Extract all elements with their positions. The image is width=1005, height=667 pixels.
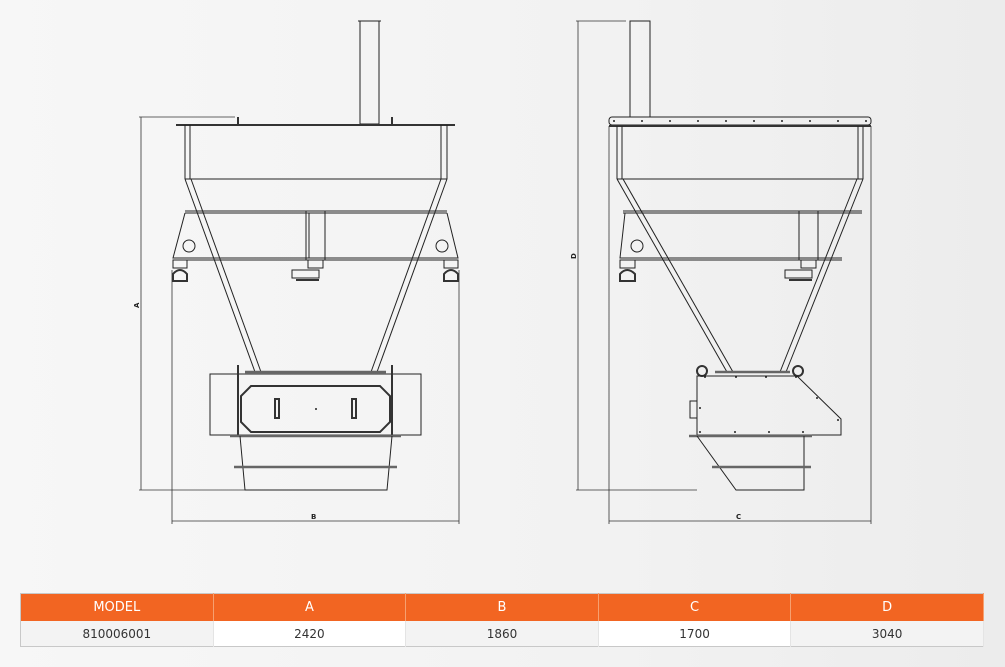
side-chimney [629, 20, 651, 118]
side-upper-box [616, 126, 864, 180]
side-discharge [696, 435, 811, 491]
side-view: D C [570, 20, 872, 524]
cell-a: 2420 [213, 621, 407, 647]
side-feeder [689, 365, 842, 438]
header-a: A [213, 593, 407, 621]
foot [619, 269, 636, 282]
lifting-eye [435, 239, 449, 253]
front-view: A B [133, 20, 460, 524]
header-b: B [405, 593, 599, 621]
technical-drawing: A B [133, 20, 872, 524]
foot [443, 269, 459, 282]
dimension-c-label: C [736, 513, 741, 521]
header-c: C [598, 593, 792, 621]
dimension-a-label: A [133, 302, 141, 308]
cell-model: 810006001 [20, 621, 214, 647]
cell-d: 3040 [790, 621, 984, 647]
side-cone [616, 178, 864, 373]
dimension-b-label: B [311, 513, 316, 521]
specification-table: MODEL A B C D 810006001 2420 1860 1700 3… [20, 593, 984, 647]
front-cone [184, 178, 448, 373]
table-header-row: MODEL A B C D [20, 593, 984, 621]
lifting-eye [182, 239, 196, 253]
foot [172, 269, 188, 282]
dimension-d-label: D [570, 253, 578, 259]
front-chimney [359, 20, 380, 125]
cell-c: 1700 [598, 621, 792, 647]
dimension-c: C [608, 126, 872, 524]
front-discharge [234, 435, 397, 491]
table-row: 810006001 2420 1860 1700 3040 [20, 621, 984, 647]
cell-b: 1860 [405, 621, 599, 647]
dimension-b: B [171, 270, 460, 524]
header-model: MODEL [20, 593, 214, 621]
dimension-a: A [133, 116, 245, 491]
front-upper-box [184, 125, 448, 180]
front-frame [172, 210, 459, 282]
dimension-d: D [570, 20, 697, 491]
side-frame [619, 210, 862, 282]
side-top-flange [608, 116, 872, 126]
front-feeder [209, 365, 422, 438]
header-d: D [790, 593, 984, 621]
lifting-eye [630, 239, 644, 253]
